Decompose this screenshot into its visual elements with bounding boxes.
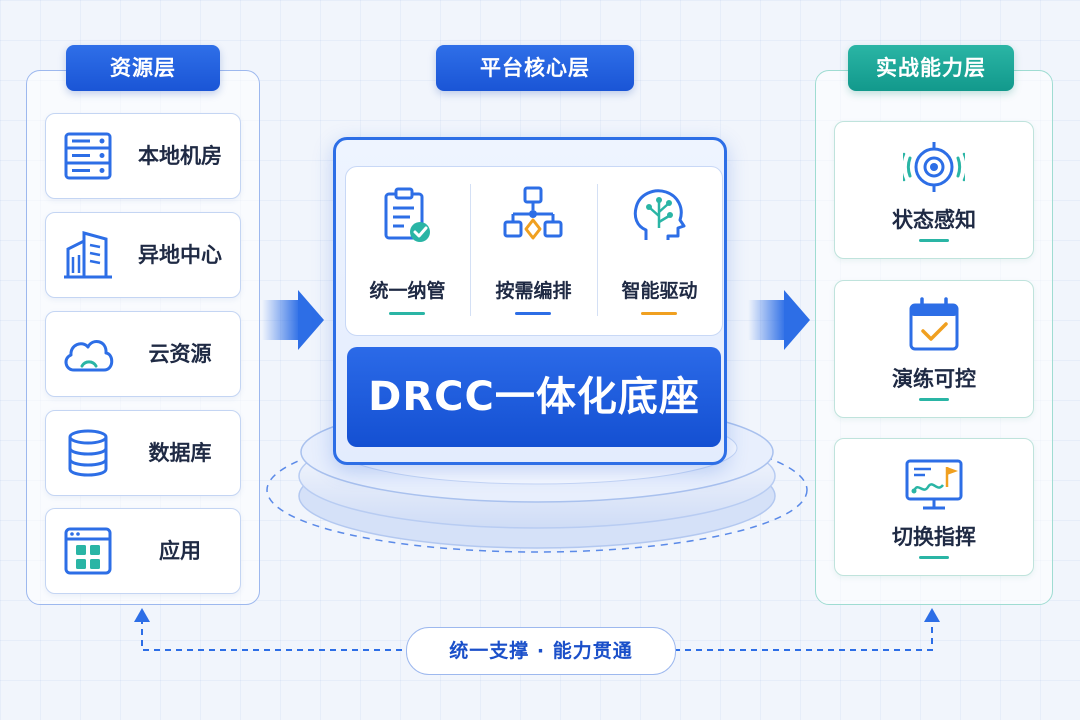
capability-layer-title: 实战能力层 <box>848 45 1014 91</box>
resource-item-label: 异地中心 <box>138 243 222 267</box>
cloud-icon <box>64 340 114 372</box>
ai-head-icon <box>633 189 686 240</box>
right-flow-arrow <box>748 300 786 340</box>
capability-item-drill-control: 演练可控 <box>834 280 1034 418</box>
feature-underline <box>641 312 677 315</box>
feature-divider <box>470 184 471 316</box>
feature-intelligent-driven: 智能驱动 <box>597 166 722 334</box>
resource-item-label: 数据库 <box>148 441 212 465</box>
server-rack-icon <box>64 132 112 180</box>
left-flow-arrow <box>262 300 300 340</box>
capability-item-switchover-command: 切换指挥 <box>834 438 1034 576</box>
resource-item-label: 应用 <box>159 539 201 563</box>
resource-item-database: 数据库 <box>45 410 241 496</box>
capability-underline <box>919 556 949 559</box>
feature-label: 统一纳管 <box>369 280 446 302</box>
resource-item-cloud: 云资源 <box>45 311 241 397</box>
platform-layer-title: 平台核心层 <box>436 45 634 91</box>
feature-underline <box>515 312 551 315</box>
capability-item-label: 状态感知 <box>892 208 976 232</box>
flow-chart-icon <box>503 186 563 240</box>
database-icon <box>68 429 108 477</box>
app-window-icon <box>64 527 112 575</box>
resource-layer-title: 资源层 <box>66 45 220 91</box>
office-building-icon <box>64 231 112 279</box>
drcc-base-banner: DRCC一体化底座 <box>347 347 721 447</box>
feature-label: 按需编排 <box>495 280 572 302</box>
resource-item-application: 应用 <box>45 508 241 594</box>
feature-on-demand-orchestration: 按需编排 <box>471 166 596 334</box>
radar-target-icon <box>903 142 965 192</box>
capability-item-label: 切换指挥 <box>892 525 976 549</box>
clipboard-check-icon <box>384 187 430 242</box>
capability-underline <box>919 239 949 242</box>
capability-underline <box>919 398 949 401</box>
capability-item-label: 演练可控 <box>892 367 976 391</box>
feature-label: 智能驱动 <box>621 280 698 302</box>
resource-item-label: 本地机房 <box>138 144 222 168</box>
resource-item-remote-center: 异地中心 <box>45 212 241 298</box>
monitor-flag-icon <box>905 459 963 510</box>
capability-item-status-awareness: 状态感知 <box>834 121 1034 259</box>
feature-underline <box>389 312 425 315</box>
connector-left <box>141 618 406 651</box>
feature-divider <box>597 184 598 316</box>
resource-item-label: 云资源 <box>148 342 212 366</box>
connector-right <box>674 618 933 651</box>
feature-unified-management: 统一纳管 <box>345 166 470 334</box>
resource-item-local-room: 本地机房 <box>45 113 241 199</box>
calendar-check-icon <box>909 297 959 351</box>
unified-support-label: 统一支撑 · 能力贯通 <box>406 627 676 675</box>
